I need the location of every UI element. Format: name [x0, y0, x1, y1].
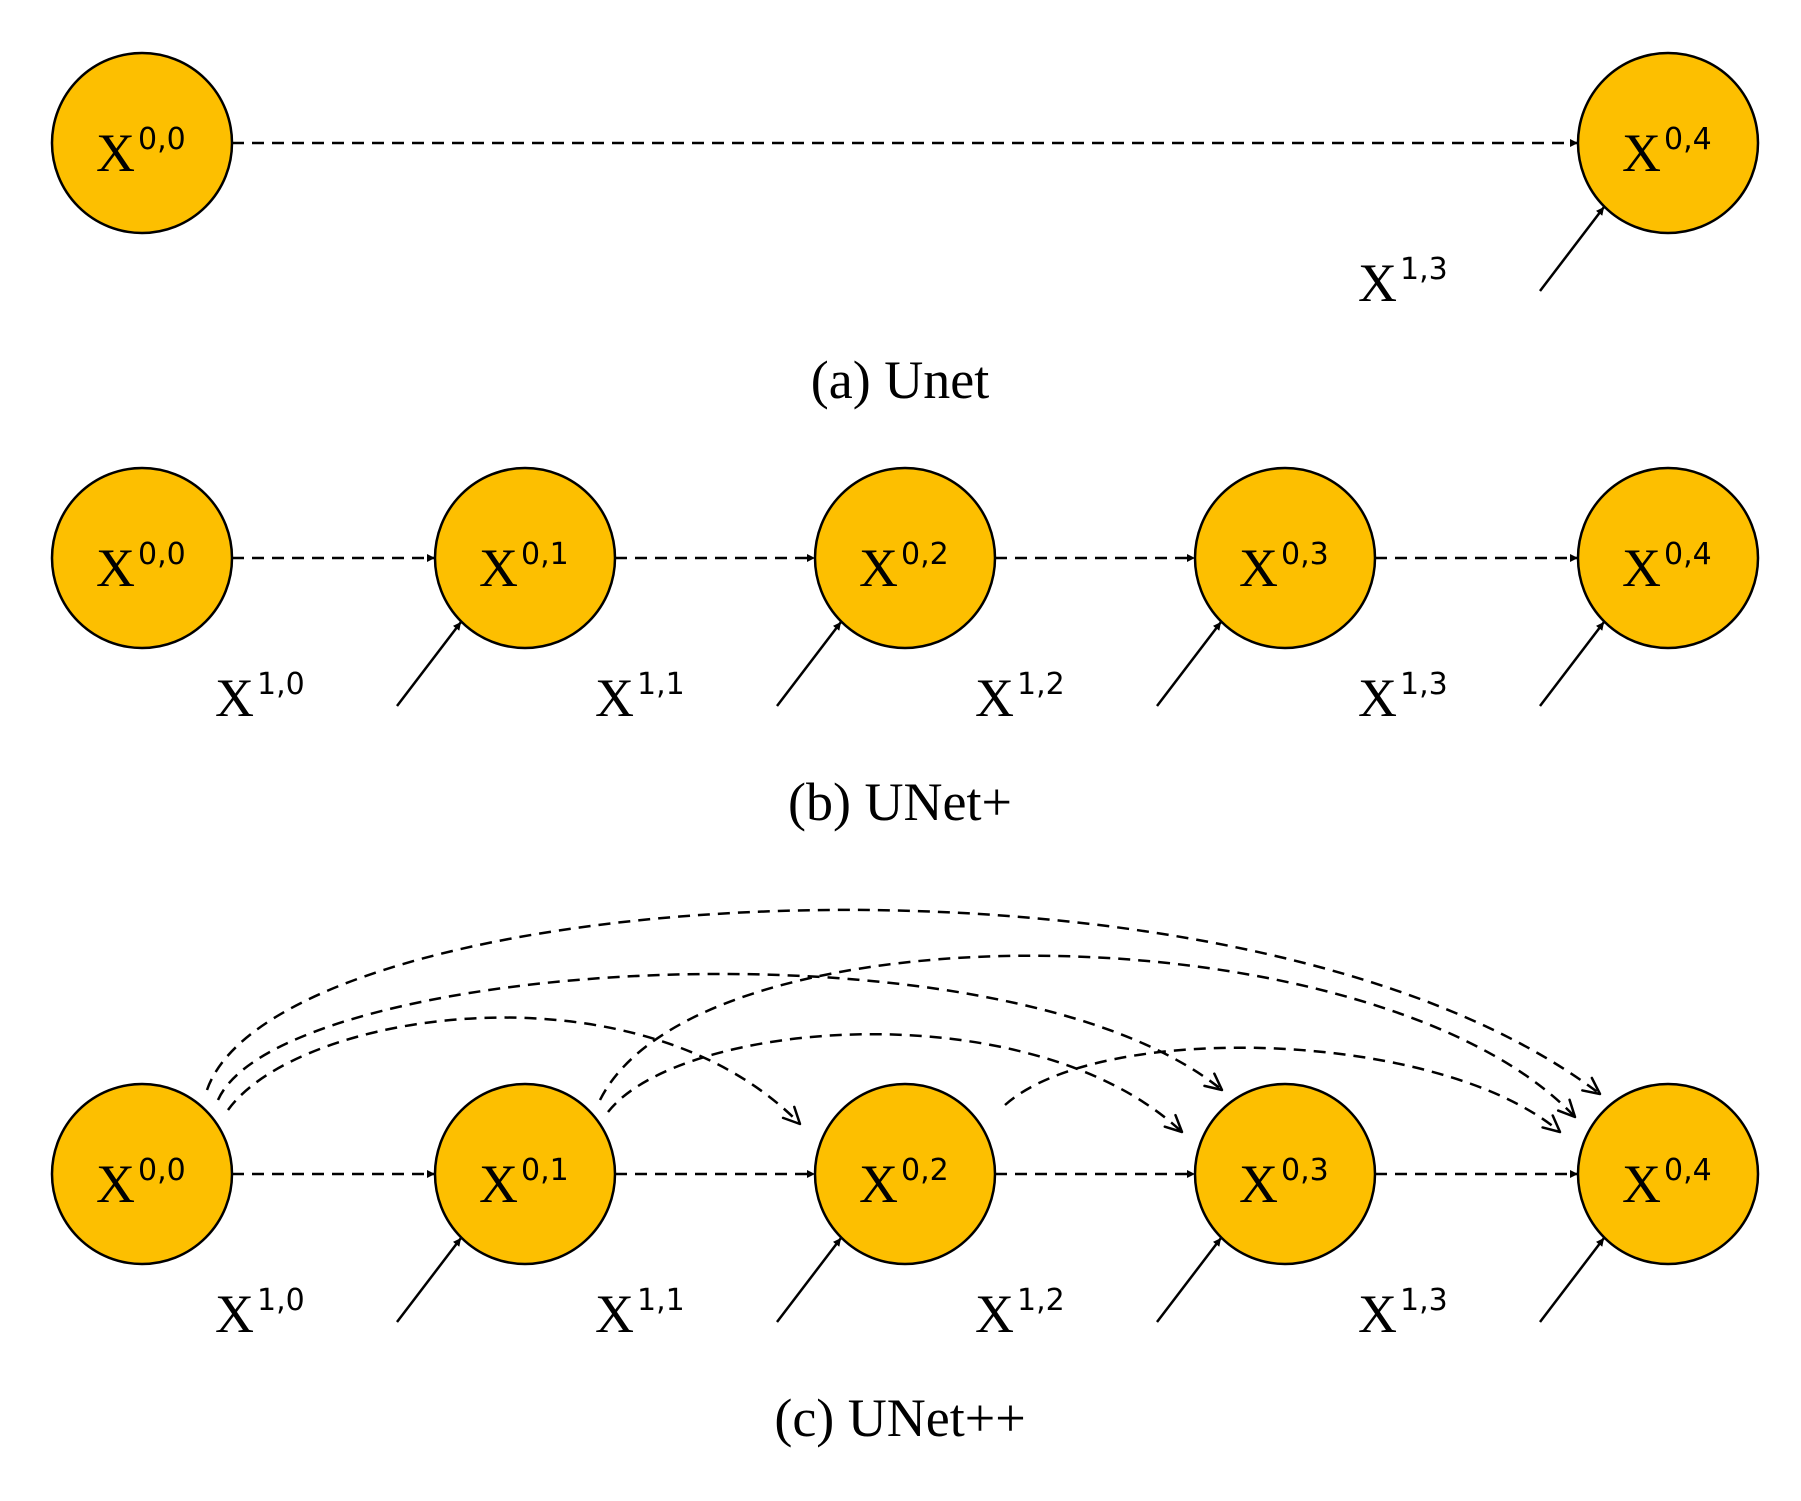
- node-x03: [1193, 466, 1377, 650]
- node-x00: [50, 466, 234, 650]
- caption-b: (b) UNet+: [788, 772, 1012, 832]
- node-x00: [50, 51, 234, 235]
- skip-arc-x01-x04: [598, 954, 1576, 1118]
- skip-arc-head-x00-x03: [1203, 1072, 1224, 1092]
- input-arrow-1-2: [1156, 1237, 1222, 1323]
- node-x04: [1576, 1082, 1760, 1266]
- node-x03: [1193, 1082, 1377, 1266]
- input-arrow-1-1: [776, 1237, 842, 1323]
- input-arrow-1-1: [776, 621, 842, 707]
- skip-arc-head-x01-x03: [1163, 1113, 1184, 1134]
- input-arrow-1-2: [1156, 621, 1222, 707]
- input-arrow-1-3: [1539, 621, 1605, 707]
- node-x00: [50, 1082, 234, 1266]
- input-arrow-1-0: [396, 621, 462, 707]
- node-x02: [813, 466, 997, 650]
- node-x04: [1576, 51, 1760, 235]
- skip-arc-head-x02-x04: [1541, 1114, 1562, 1134]
- caption-c: (c) UNet++: [774, 1388, 1025, 1448]
- skip-arc-head-x01-x04: [1556, 1098, 1577, 1119]
- caption-a: (a) Unet: [811, 350, 989, 410]
- skip-arc-x00-x04: [205, 908, 1601, 1095]
- skip-arc-x01-x03: [607, 1032, 1183, 1133]
- skip-arc-head-x00-x04: [1581, 1076, 1602, 1096]
- skip-arc-head-x00-x02: [781, 1105, 802, 1126]
- node-x02: [813, 1082, 997, 1266]
- skip-arc-x02-x04: [1004, 1046, 1561, 1133]
- skip-arc-x00-x02: [226, 1016, 801, 1125]
- node-x01: [433, 466, 617, 650]
- node-x04: [1576, 466, 1760, 650]
- node-x01: [433, 1082, 617, 1266]
- input-arrow-1-3: [1539, 1237, 1605, 1323]
- input-arrow-1-0: [396, 1237, 462, 1323]
- input-arrow-1-3: [1539, 206, 1605, 292]
- skip-arc-x00-x03: [216, 972, 1223, 1101]
